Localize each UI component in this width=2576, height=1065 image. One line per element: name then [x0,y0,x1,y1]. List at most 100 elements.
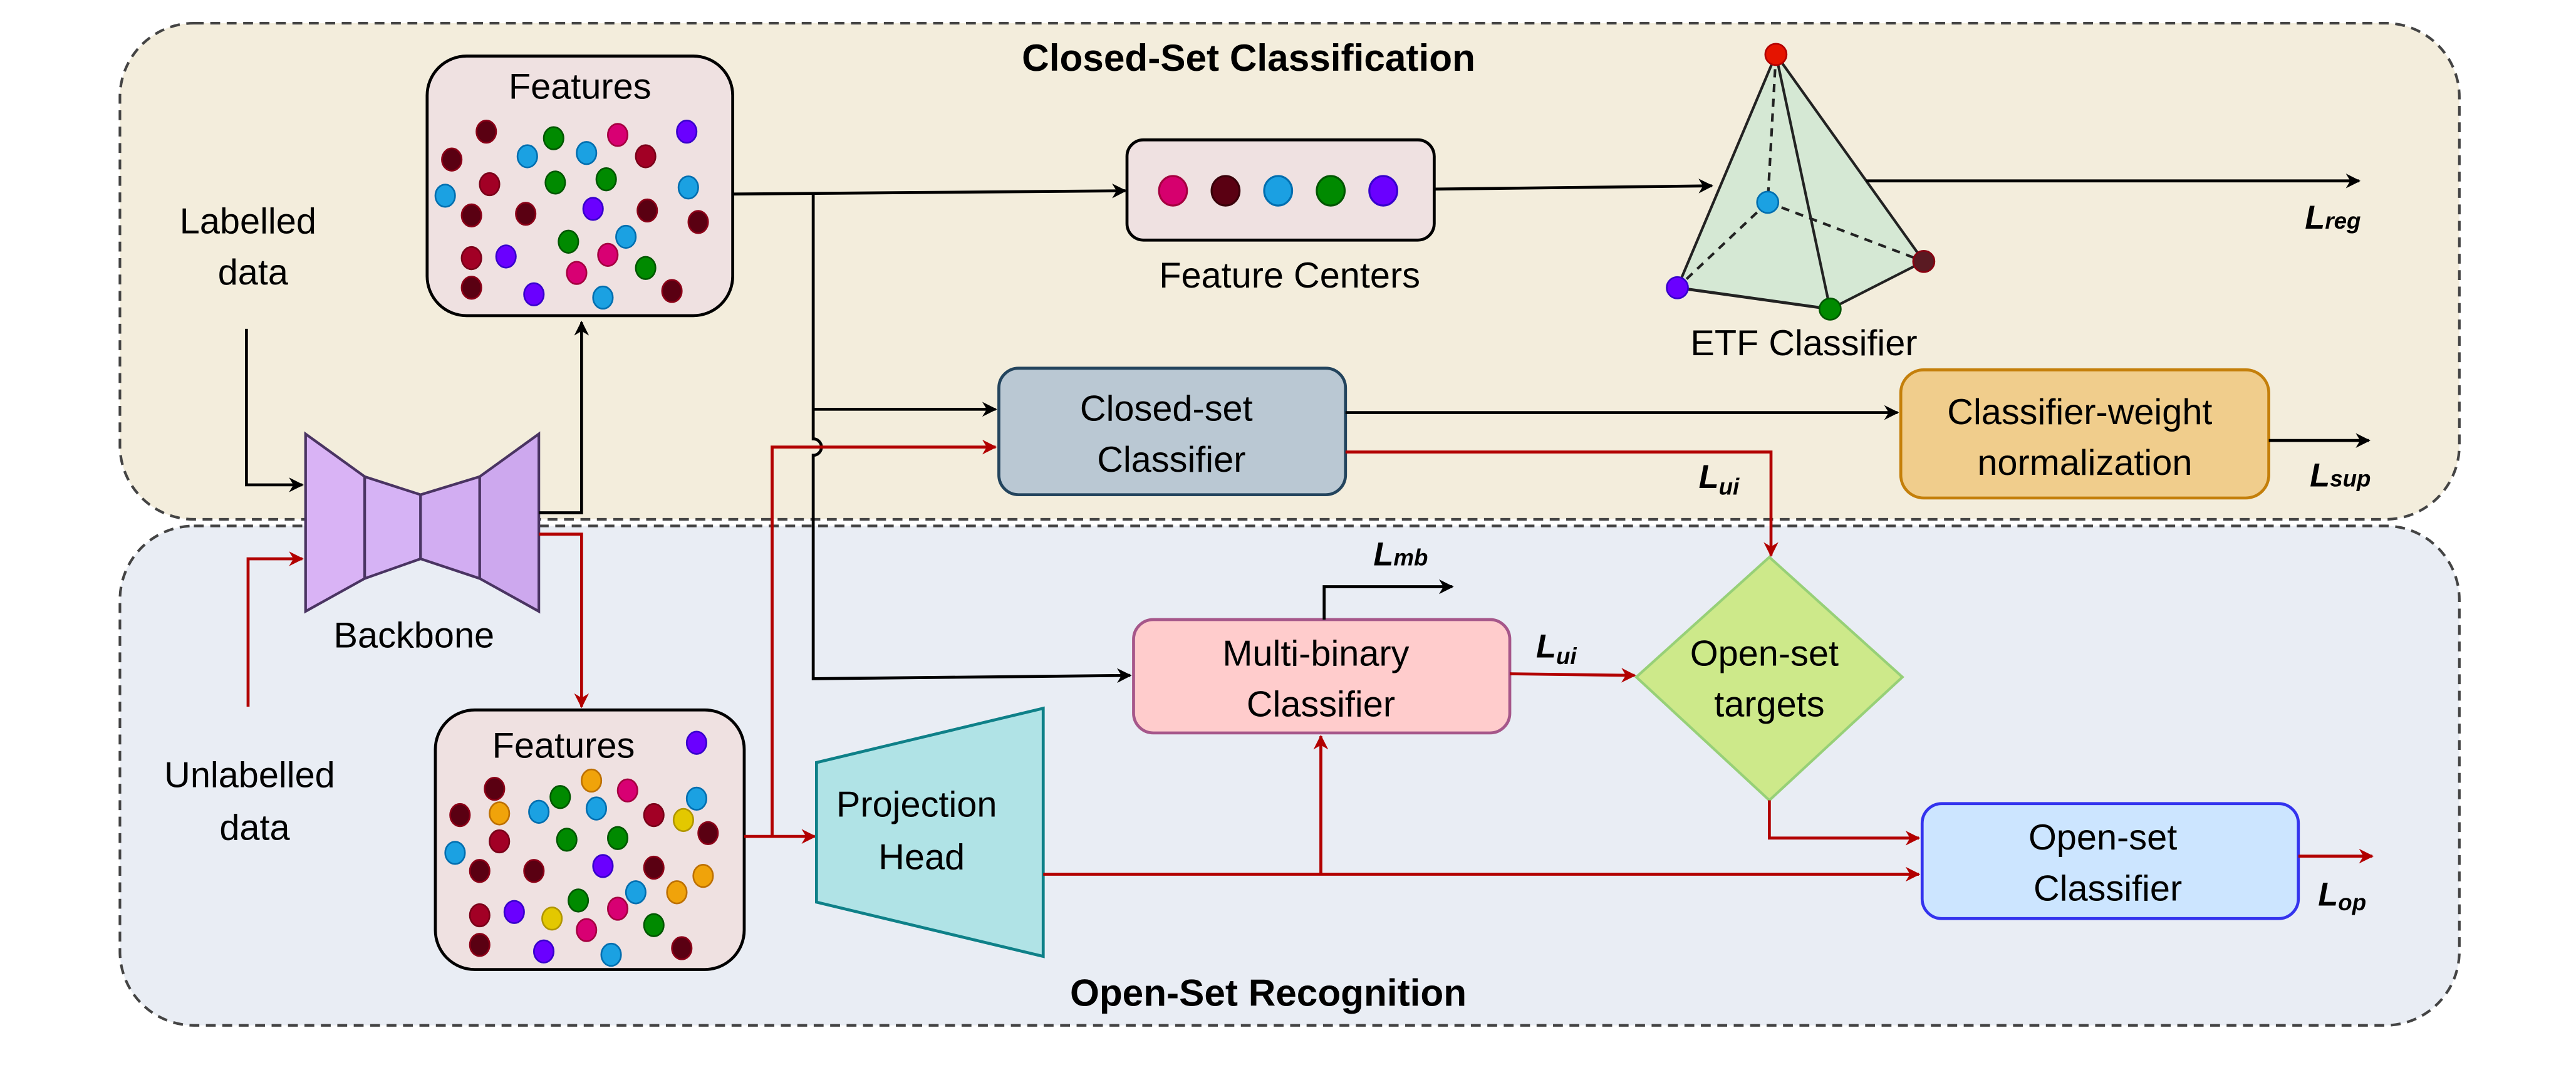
etf-vertex-purple [1666,276,1689,299]
closed-classifier-to-targets-arrow [1345,450,1779,558]
feature-center-dot [1316,175,1346,207]
feature-dot [576,918,598,942]
features-bottom-title: Features [492,725,635,766]
feature-centers-label: Feature Centers [1159,256,1420,296]
multi-binary-classifier-label: Multi-binary Classifier [1222,633,1419,724]
feature-dot [523,859,545,883]
centers-to-etf-arrow [1434,179,1713,194]
feature-dot [685,786,707,811]
backbone [304,431,541,614]
feature-dot [568,888,589,913]
feature-dot [687,210,709,234]
feature-dot [595,167,617,192]
feature-dot [692,863,714,888]
loss-ui-top: Lui [1699,459,1740,499]
feature-dot [606,123,629,147]
feature-dot [592,285,614,310]
feature-dot [576,141,598,165]
unlabelled-to-backbone-arrow [246,551,304,707]
features-to-closed-classifier-red-arrow [771,439,997,837]
backbone-label: Backbone [334,616,495,656]
loss-reg: Lreg [2305,200,2360,236]
etf-classifier-label: ETF Classifier [1690,323,1917,363]
feature-dot [661,279,683,303]
feature-dot [581,768,603,793]
features-bottom-dots [444,730,719,967]
feature-dot [503,900,525,924]
projection-head-label: Projection Head [836,785,1007,878]
feature-dot [484,776,506,801]
labelled-to-backbone-arrow [245,328,304,492]
feature-dot [592,854,614,878]
feature-dot [460,246,482,271]
backbone-to-features-bottom-arrow [539,532,589,709]
feature-dot [549,785,571,809]
classifier-weight-normalization-label: Classifier-weight normalization [1947,392,2222,483]
feature-dot [434,184,456,208]
open-set-targets-label: Open-set targets [1690,633,1849,724]
projection-head [814,706,1045,958]
closed-set-title: Closed-Set Classification [1022,36,1475,79]
feature-dot [625,880,647,905]
loss-op: Lop [2318,876,2366,915]
multi-binary-to-lmb-arrow [1322,579,1454,620]
open-set-classifier-label: Open-set Classifier [2028,818,2187,908]
feature-dot [582,197,604,221]
feature-dot [685,730,707,755]
feature-dot [460,203,482,228]
feature-dot [643,803,665,828]
feature-dot [449,803,471,828]
feature-dot [523,282,545,306]
feature-dot [516,144,538,169]
feature-dot [672,808,694,833]
closed-set-classifier-label: Closed-set Classifier [1080,389,1263,480]
feature-dot [495,244,517,269]
feature-dot [532,939,555,964]
classifier-weight-normalization-box [1899,368,2270,500]
feature-dot [479,172,501,197]
multi-binary-classifier-box [1132,618,1512,735]
open-set-classifier-box [1920,802,2300,920]
feature-dot [671,936,693,960]
closed-set-classifier-box [997,366,1348,497]
feature-dot [475,119,497,144]
feature-dot [469,859,491,883]
feature-dot [541,907,563,931]
feature-dot [666,880,688,905]
feature-dot [444,841,466,865]
feature-dot [489,801,511,826]
feature-dot [566,261,588,285]
feature-dot [635,256,657,280]
feature-dot [441,147,463,172]
feature-dot [469,933,491,957]
unlabelled-data-label: Unlabelled data [164,755,345,848]
etf-vertex-maroon [1912,249,1936,273]
feature-dot [643,855,665,880]
feature-dot [600,942,622,967]
loss-ui-mid: Lui [1536,628,1577,668]
loss-sup: Lsup [2310,458,2371,494]
feature-dot [677,175,699,200]
feature-center-dot [1263,175,1294,207]
feature-dot [469,903,491,928]
targets-to-open-classifier-arrow [1768,800,1921,846]
feature-dot [643,913,665,937]
feature-dot [515,202,537,226]
feature-dot [460,276,482,300]
feature-center-dot [1158,175,1188,207]
feature-centers-dots [1158,175,1398,207]
feature-dot [543,126,564,150]
etf-classifier-pyramid [1666,43,1936,321]
open-set-title: Open-Set Recognition [1070,971,1467,1014]
feature-dot [697,821,719,846]
feature-dot [528,799,550,824]
features-top-dots [434,119,709,310]
loss-mb: Lmb [1373,536,1428,573]
feature-dot [636,198,658,223]
feature-dot [635,144,657,169]
feature-dot [489,829,511,854]
etf-vertex-green [1819,297,1842,321]
feature-dot [616,778,638,803]
features-to-centers-arrow [732,183,1127,199]
